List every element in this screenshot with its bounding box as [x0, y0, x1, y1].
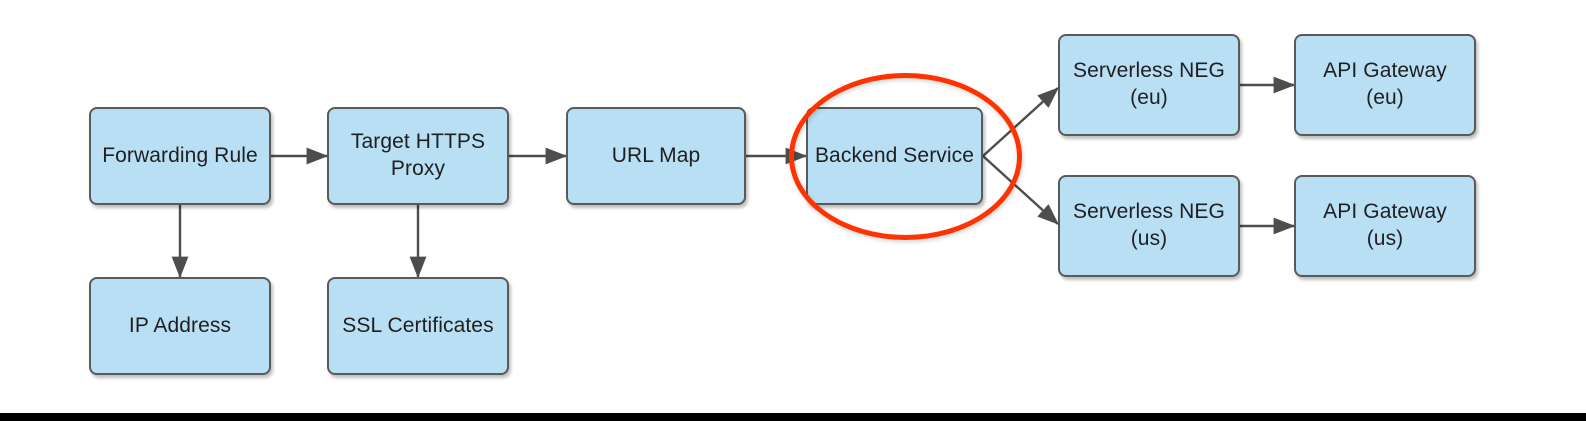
node-ssl-certificates[interactable]: SSL Certificates — [327, 277, 509, 375]
node-serverless-neg-us[interactable]: Serverless NEG (us) — [1058, 175, 1240, 277]
node-serverless-neg-eu[interactable]: Serverless NEG (eu) — [1058, 34, 1240, 136]
node-ip-address[interactable]: IP Address — [89, 277, 271, 375]
node-forwarding-rule[interactable]: Forwarding Rule — [89, 107, 271, 205]
backend-service-highlight-ellipse — [789, 73, 1022, 240]
node-url-map[interactable]: URL Map — [566, 107, 746, 205]
bottom-black-bar — [0, 413, 1586, 421]
node-api-gateway-us[interactable]: API Gateway (us) — [1294, 175, 1476, 277]
node-target-https-proxy[interactable]: Target HTTPS Proxy — [327, 107, 509, 205]
node-api-gateway-eu[interactable]: API Gateway (eu) — [1294, 34, 1476, 136]
